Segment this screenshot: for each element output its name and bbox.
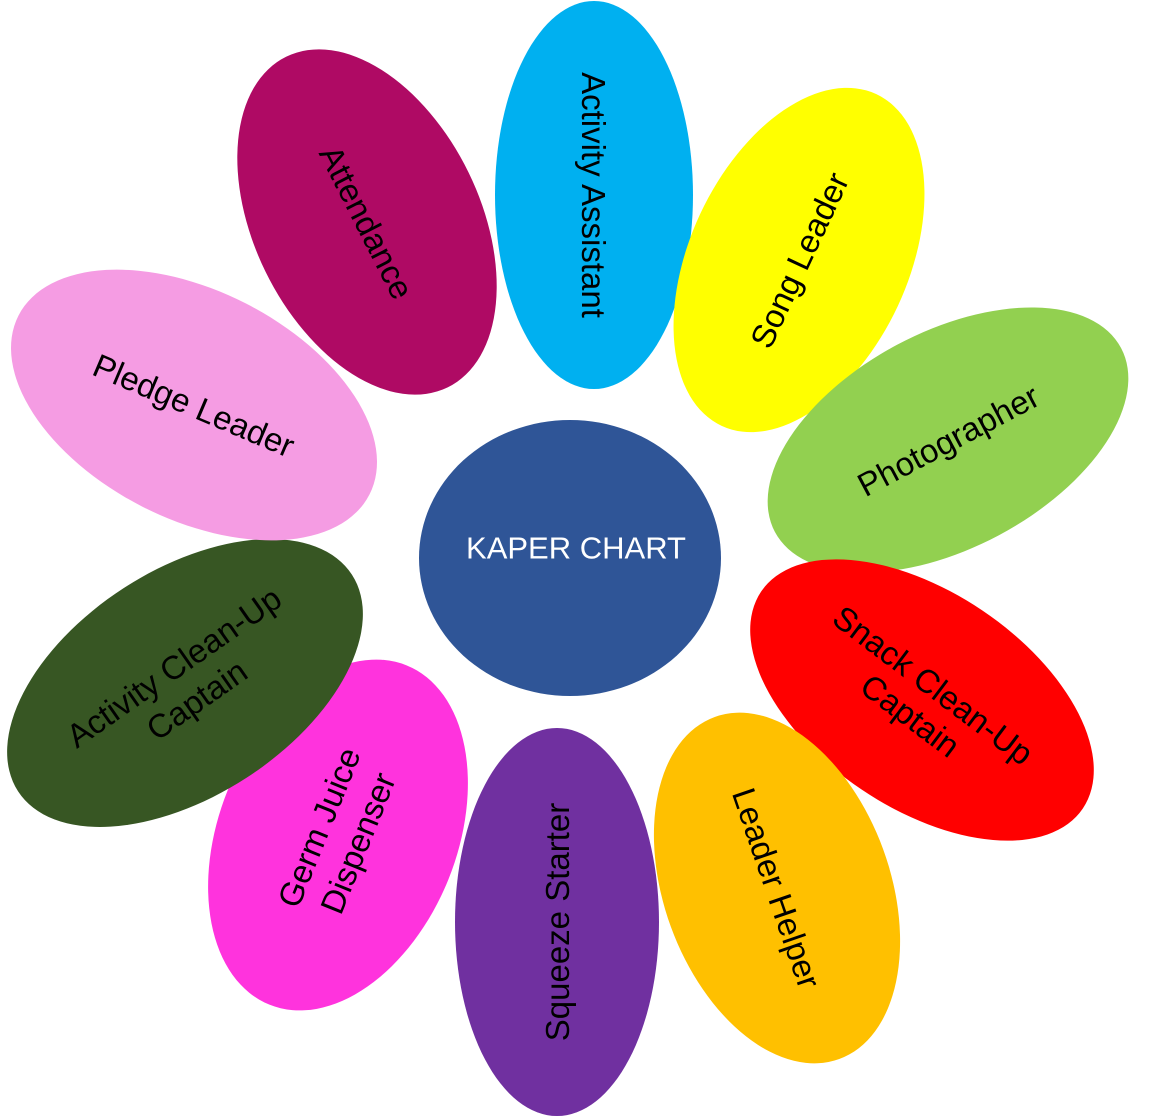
petal-activity-assistant: Activity Assistant bbox=[495, 1, 693, 389]
petal-label-line: Activity Assistant bbox=[576, 72, 613, 318]
petal-shape-attendance bbox=[237, 49, 497, 395]
petal-photographer: Photographer bbox=[767, 307, 1129, 573]
petal-shape-pledge-leader bbox=[11, 269, 377, 541]
petal-attendance: Attendance bbox=[237, 49, 497, 395]
petal-shape-squeeze-starter bbox=[455, 728, 659, 1116]
center-circle-group: KAPER CHART bbox=[419, 420, 721, 696]
petal-leader-helper: Leader Helper bbox=[653, 712, 901, 1064]
petal-activity-clean-up-captain: Activity Clean-UpCaptain bbox=[7, 539, 363, 827]
center-circle bbox=[419, 420, 721, 696]
petal-squeeze-starter: Squeeze Starter bbox=[455, 728, 659, 1116]
petal-shape-leader-helper bbox=[653, 712, 901, 1064]
petal-song-leader: Song Leader bbox=[673, 87, 925, 433]
petal-label-activity-assistant: Activity Assistant bbox=[576, 72, 613, 318]
petal-shape-photographer bbox=[767, 307, 1129, 573]
petal-shape-song-leader bbox=[673, 87, 925, 433]
center-title: KAPER CHART bbox=[466, 531, 686, 566]
petal-pledge-leader: Pledge Leader bbox=[11, 269, 377, 541]
petal-shape-activity-clean-up-captain bbox=[7, 539, 363, 827]
petal-shape-activity-assistant bbox=[495, 1, 693, 389]
petal-label-line: Squeeze Starter bbox=[539, 803, 576, 1041]
petal-label-squeeze-starter: Squeeze Starter bbox=[539, 803, 576, 1041]
